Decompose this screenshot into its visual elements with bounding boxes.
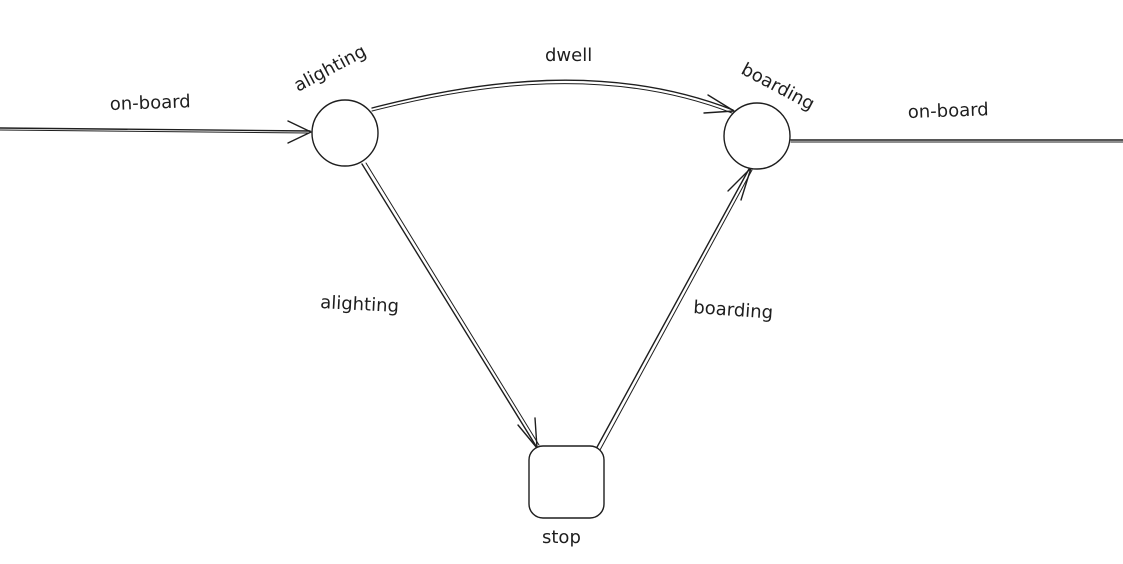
edge-dwell <box>371 79 735 114</box>
stop-node <box>528 445 605 519</box>
edge-outgoing-onboard <box>790 139 1123 143</box>
outgoing-onboard-label: on-board <box>907 99 989 123</box>
stop-node-label: stop <box>542 527 581 548</box>
alighting-node-label: alighting <box>290 41 369 97</box>
alighting-edge-label: alighting <box>320 292 400 317</box>
boarding-node <box>723 102 791 170</box>
edge-incoming-onboard <box>0 120 312 144</box>
incoming-onboard-label: on-board <box>109 91 191 115</box>
alighting-node <box>311 99 379 167</box>
dwell-label: dwell <box>545 45 592 66</box>
boarding-edge-label: boarding <box>693 297 774 324</box>
